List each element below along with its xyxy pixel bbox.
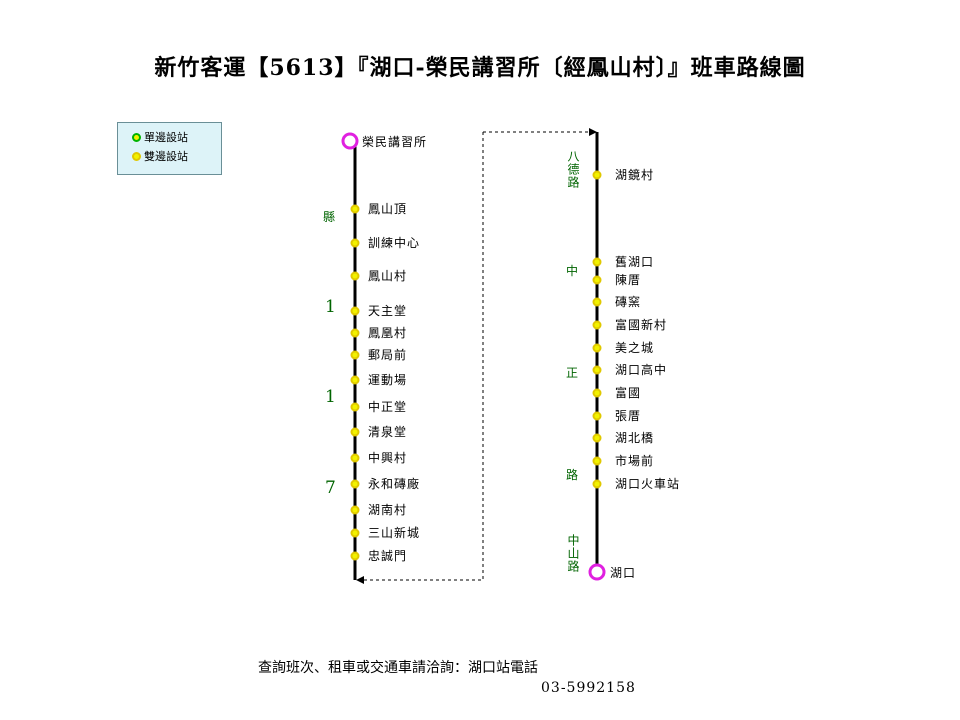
connector-dashed-line xyxy=(362,131,592,581)
right-stop-dot-icon xyxy=(592,388,602,398)
left-stop-label: 中正堂 xyxy=(368,400,408,414)
arrow-left-icon xyxy=(356,576,364,584)
left-stop-label: 鳳凰村 xyxy=(368,326,408,340)
road-label-lu: 路 xyxy=(566,468,579,482)
left-stop-dot-icon xyxy=(350,551,360,561)
double-side-stop-icon xyxy=(132,151,141,161)
left-stop-dot-icon xyxy=(350,306,360,316)
right-stop-dot-icon xyxy=(592,456,602,466)
left-stop-dot-icon xyxy=(350,350,360,360)
right-stop-label: 湖鏡村 xyxy=(615,168,655,182)
road-label-county: 縣 xyxy=(323,210,336,224)
left-stop-dot-icon xyxy=(350,427,360,437)
footer-phone: 03-5992158 xyxy=(541,680,636,696)
right-stop-dot-icon xyxy=(592,433,602,443)
right-stop-label: 磚窯 xyxy=(615,295,642,309)
road-label-num-1a: 1 xyxy=(325,297,336,317)
right-stop-label: 富國新村 xyxy=(615,318,668,332)
right-stop-label: 市場前 xyxy=(615,454,655,468)
left-stop-dot-icon xyxy=(350,238,360,248)
right-stop-label: 富國 xyxy=(615,386,642,400)
terminal-hukou-icon xyxy=(588,563,606,581)
left-stop-label: 天主堂 xyxy=(368,304,408,318)
left-stop-dot-icon xyxy=(350,528,360,538)
road-label-bade: 八德路 xyxy=(566,150,580,189)
left-stop-label: 鳳山頂 xyxy=(368,202,408,216)
right-stop-dot-icon xyxy=(592,257,602,267)
left-stop-dot-icon xyxy=(350,402,360,412)
left-stop-dot-icon xyxy=(350,328,360,338)
right-stop-label: 湖北橋 xyxy=(615,431,655,445)
left-stop-label: 郵局前 xyxy=(368,348,408,362)
left-stop-label: 永和磚廠 xyxy=(368,477,421,491)
right-stop-label: 張厝 xyxy=(615,409,642,423)
left-stop-label: 清泉堂 xyxy=(368,425,408,439)
left-stop-label: 三山新城 xyxy=(368,526,421,540)
left-stop-dot-icon xyxy=(350,271,360,281)
right-stop-label: 舊湖口 xyxy=(615,255,655,269)
right-stop-dot-icon xyxy=(592,297,602,307)
road-label-zhongshan: 中山路 xyxy=(566,534,580,573)
terminal-hukou-label: 湖口 xyxy=(610,566,637,580)
road-label-num-7: 7 xyxy=(325,478,336,498)
footer-text: 查詢班次、租車或交通車請洽詢：湖口站電話 xyxy=(258,660,538,676)
terminal-rongmin-icon xyxy=(341,132,359,150)
right-stop-dot-icon xyxy=(592,320,602,330)
left-stop-label: 訓練中心 xyxy=(368,236,421,250)
page-title: 新竹客運【5613】『湖口-榮民講習所〔經鳳山村〕』班車路線圖 xyxy=(154,55,806,81)
left-stop-dot-icon xyxy=(350,375,360,385)
right-stop-dot-icon xyxy=(592,479,602,489)
right-stop-label: 湖口高中 xyxy=(615,363,668,377)
right-stop-dot-icon xyxy=(592,275,602,285)
right-stop-dot-icon xyxy=(592,343,602,353)
legend-single: 單邊設站 xyxy=(132,129,188,145)
road-label-zhong: 中 xyxy=(566,264,579,278)
right-stop-label: 陳厝 xyxy=(615,273,642,287)
left-stop-label: 忠誠門 xyxy=(368,549,408,563)
right-stop-dot-icon xyxy=(592,411,602,421)
road-label-num-1b: 1 xyxy=(325,387,336,407)
right-stop-label: 美之城 xyxy=(615,341,655,355)
left-stop-dot-icon xyxy=(350,505,360,515)
legend: 單邊設站 雙邊設站 xyxy=(117,122,222,175)
terminal-rongmin-label: 榮民講習所 xyxy=(362,135,428,149)
right-stop-label: 湖口火車站 xyxy=(615,477,681,491)
left-stop-dot-icon xyxy=(350,453,360,463)
left-stop-label: 鳳山村 xyxy=(368,269,408,283)
legend-double-label: 雙邊設站 xyxy=(144,150,188,163)
right-stop-dot-icon xyxy=(592,365,602,375)
right-stop-dot-icon xyxy=(592,170,602,180)
legend-single-label: 單邊設站 xyxy=(144,131,188,144)
road-label-zheng: 正 xyxy=(566,366,579,380)
left-stop-label: 運動場 xyxy=(368,373,408,387)
single-side-stop-icon xyxy=(132,132,141,142)
arrow-right-icon xyxy=(589,128,597,136)
left-stop-dot-icon xyxy=(350,479,360,489)
left-stop-label: 中興村 xyxy=(368,451,408,465)
left-stop-dot-icon xyxy=(350,204,360,214)
legend-double: 雙邊設站 xyxy=(132,148,188,164)
left-stop-label: 湖南村 xyxy=(368,503,408,517)
